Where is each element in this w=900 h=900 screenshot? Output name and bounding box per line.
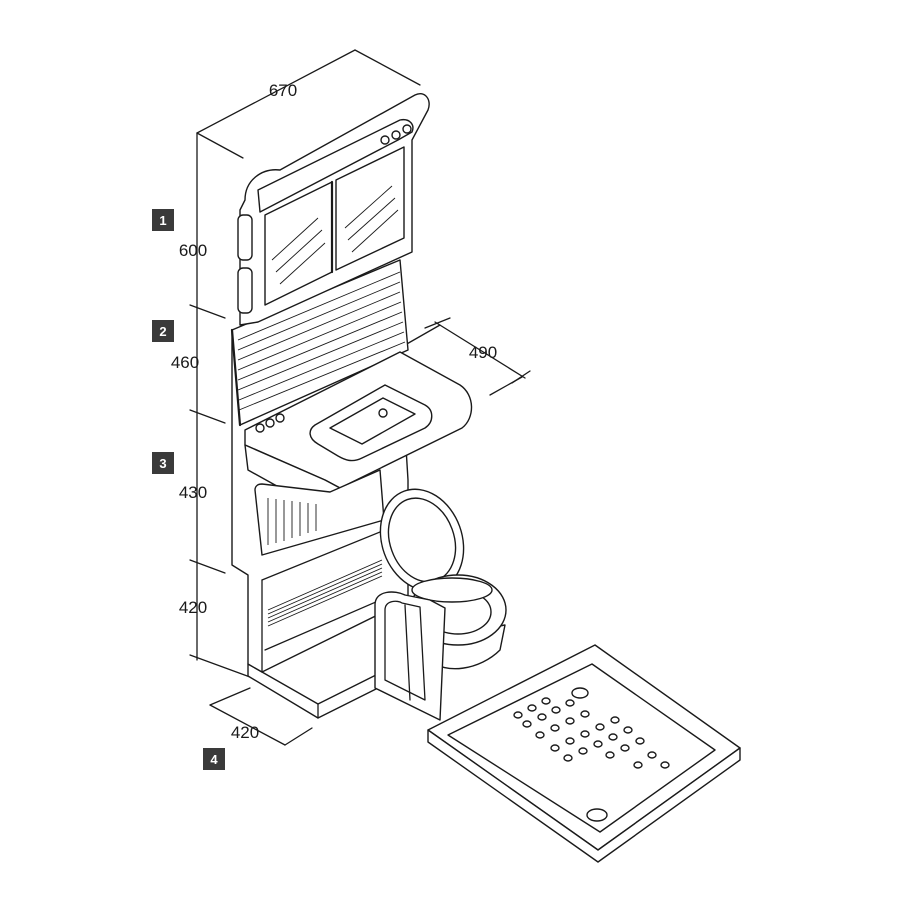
- dim-base-depth: 420: [231, 723, 259, 742]
- marker-3: 3: [152, 452, 174, 474]
- dim-mirror-height: 600: [179, 241, 207, 260]
- marker-1: 1: [152, 209, 174, 231]
- marker-4: 4: [203, 748, 225, 770]
- dimension-labels: 670 600 460 490 430 420 420: [171, 81, 497, 742]
- marker-2: 2: [152, 320, 174, 342]
- dim-base-height: 420: [179, 598, 207, 617]
- mirror-cabinet: [237, 93, 430, 326]
- svg-text:1: 1: [159, 213, 166, 228]
- anti-slip-dots: [513, 697, 670, 769]
- dim-lower-height: 430: [179, 483, 207, 502]
- section-markers: 1 2 3 4: [152, 209, 225, 770]
- under-shelf: [254, 469, 385, 556]
- tray-drain-bottom: [586, 808, 608, 822]
- panel-ribs: [237, 271, 406, 411]
- dim-top-width: 670: [269, 81, 297, 100]
- svg-text:3: 3: [159, 456, 166, 471]
- vent-louvres: [267, 559, 383, 627]
- svg-text:4: 4: [210, 752, 218, 767]
- shower-panel: [374, 591, 446, 721]
- shower-tray: [427, 644, 741, 863]
- svg-text:2: 2: [159, 324, 166, 339]
- tray-drain-top: [571, 687, 589, 699]
- shelf-grille: [267, 498, 317, 545]
- mirror-glare: [271, 185, 399, 285]
- dim-panel-height: 460: [171, 353, 199, 372]
- dimension-lines: [189, 49, 531, 746]
- base-plinth: [247, 663, 379, 719]
- dim-basin-depth: 490: [469, 343, 497, 362]
- soap-dish-holes: [255, 413, 285, 433]
- control-buttons: [380, 124, 412, 145]
